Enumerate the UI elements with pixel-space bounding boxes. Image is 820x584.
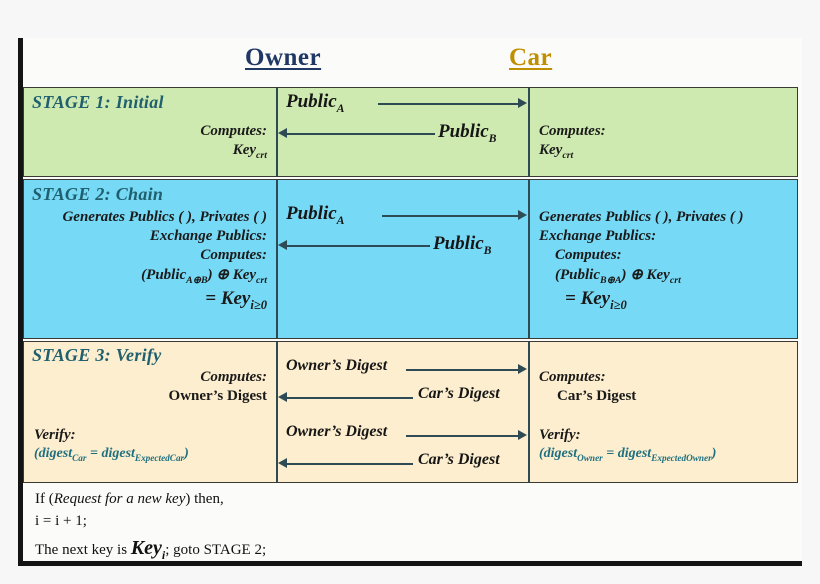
arrow-shaft xyxy=(382,215,518,217)
epilogue-line-if: If (Request for a new key) then, xyxy=(35,491,224,507)
stage-2-car-computes: Computes: xyxy=(555,247,622,264)
stage-3-owner-actions: Computes: Owner’s Digest xyxy=(169,368,267,406)
stage-3-car-actions: Computes: Car’s Digest xyxy=(539,368,636,406)
lifeline-owner xyxy=(276,88,278,176)
stage-2-owner-exchange: Exchange Publics: xyxy=(149,228,267,245)
stage-2-owner-result: = Keyi≥0 xyxy=(205,288,267,313)
arrow-shaft xyxy=(378,103,518,105)
stage-1-car-computes: Computes: xyxy=(539,123,606,139)
stage-3-car-verify-formula: (digestOwner = digestExpectedOwner) xyxy=(539,446,717,463)
stage-3-message-owner-digest-2-label: Owner’s Digest xyxy=(286,423,388,440)
lifeline-owner xyxy=(276,342,278,482)
stage-2-message-public-b: PublicB xyxy=(278,233,528,258)
arrow-head-left-icon xyxy=(278,240,287,250)
lifeline-car xyxy=(528,342,530,482)
stage-2-car-generates: Generates Publics ( ), Privates ( ) xyxy=(539,209,744,225)
stage-2-band: STAGE 2: Chain Generates Publics ( ), Pr… xyxy=(23,179,798,339)
stage-3-title: STAGE 3: Verify xyxy=(32,345,162,365)
stage-2-car-actions: Generates Publics ( ), Privates ( ) Exch… xyxy=(539,208,744,313)
stage-1-owner-key: Keycrt xyxy=(232,142,267,162)
stage-2-car-formula: (PublicB⊕A) ⊕ Keycrt xyxy=(555,266,681,286)
arrow-head-left-icon xyxy=(278,458,287,468)
stage-1-car-key: Keycrt xyxy=(539,142,574,162)
stage-2-message-public-b-label: PublicB xyxy=(433,233,492,257)
stage-3-message-owner-digest-1-label: Owner’s Digest xyxy=(286,357,388,374)
stage-2-owner-actions: Generates Publics ( ), Privates ( ) Exch… xyxy=(62,208,267,313)
stage-1-message-public-b-label: PublicB xyxy=(438,121,497,145)
arrow-head-left-icon xyxy=(278,392,287,402)
arrow-shaft xyxy=(406,435,518,437)
stage-3-message-car-digest-1-label: Car’s Digest xyxy=(418,385,500,402)
stage-3-car-computes: Computes: xyxy=(539,369,606,385)
arrow-head-right-icon xyxy=(518,430,527,440)
arrow-shaft xyxy=(287,397,413,399)
stage-3-message-owner-digest-2: Owner’s Digest xyxy=(282,423,528,448)
stage-3-owner-digest: Owner’s Digest xyxy=(168,388,267,405)
stage-3-message-car-digest-1: Car’s Digest xyxy=(278,385,528,410)
epilogue-block: If (Request for a new key) then, i = i +… xyxy=(23,485,798,562)
stage-2-car-exchange: Exchange Publics: xyxy=(539,228,657,245)
stage-3-band: STAGE 3: Verify Computes: Owner’s Digest… xyxy=(23,341,798,483)
stage-2-owner-formula: (PublicA⊕B) ⊕ Keycrt xyxy=(141,266,267,286)
arrow-shaft xyxy=(406,369,518,371)
stage-2-car-result: = Keyi≥0 xyxy=(565,288,627,313)
stage-1-car-actions: Computes: Keycrt xyxy=(539,122,606,163)
party-header-row: Owner Car xyxy=(23,40,802,86)
arrow-head-left-icon xyxy=(278,128,287,138)
stage-1-message-public-a: PublicA xyxy=(282,91,528,116)
stage-2-title: STAGE 2: Chain xyxy=(32,184,164,204)
stage-3-owner-verify-formula: (digestCar = digestExpectedCar) xyxy=(34,446,189,463)
stage-3-car-verify-label: Verify: xyxy=(539,427,581,443)
stage-3-message-owner-digest-1: Owner’s Digest xyxy=(282,357,528,382)
arrow-shaft xyxy=(287,133,435,135)
arrow-head-right-icon xyxy=(518,210,527,220)
arrow-shaft xyxy=(287,245,430,247)
arrow-shaft xyxy=(287,463,413,465)
party-label-car: Car xyxy=(509,44,553,71)
stage-3-car-verify: Verify: (digestOwner = digestExpectedOwn… xyxy=(539,426,716,465)
stage-3-car-digest: Car’s Digest xyxy=(557,388,637,405)
stage-3-message-car-digest-2-label: Car’s Digest xyxy=(418,451,500,468)
stage-3-owner-computes: Computes: xyxy=(200,369,267,385)
stage-2-owner-computes: Computes: xyxy=(200,247,267,264)
stage-3-message-car-digest-2: Car’s Digest xyxy=(278,451,528,476)
epilogue-line-increment: i = i + 1; xyxy=(35,513,87,529)
stage-2-owner-generates: Generates Publics ( ), Privates ( ) xyxy=(62,209,267,225)
lifeline-car xyxy=(528,88,530,176)
lifeline-car xyxy=(528,180,530,338)
arrow-head-right-icon xyxy=(518,98,527,108)
stage-2-message-public-a-label: PublicA xyxy=(286,203,345,227)
stage-3-owner-verify: Verify: (digestCar = digestExpectedCar) xyxy=(34,426,189,465)
stage-2-message-public-a: PublicA xyxy=(282,203,528,228)
stage-3-owner-verify-label: Verify: xyxy=(34,427,76,443)
lifeline-owner xyxy=(276,180,278,338)
stage-1-owner-computes: Computes: xyxy=(200,123,267,139)
stage-1-message-public-a-label: PublicA xyxy=(286,91,345,115)
stage-1-owner-actions: Computes: Keycrt xyxy=(200,122,267,163)
party-label-owner: Owner xyxy=(245,44,322,71)
stage-1-band: STAGE 1: Initial Computes: Keycrt Comput… xyxy=(23,87,798,177)
arrow-head-right-icon xyxy=(518,364,527,374)
epilogue-line-next-key: The next key is Keyi; goto STAGE 2; xyxy=(35,537,267,562)
stage-1-message-public-b: PublicB xyxy=(278,121,528,146)
stage-1-title: STAGE 1: Initial xyxy=(32,92,164,112)
